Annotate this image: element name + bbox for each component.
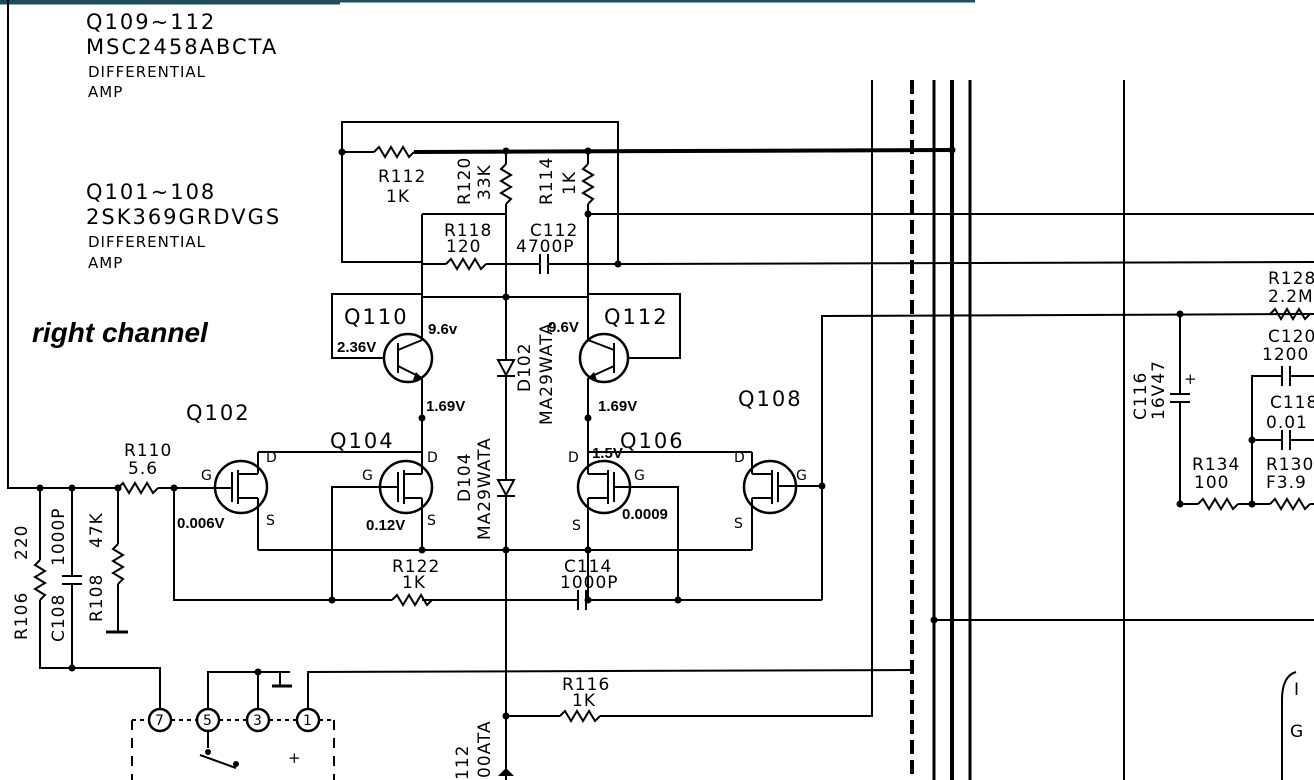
q110-e-voltage: 1.69V [426,398,465,415]
q102-s-voltage: 0.006V [177,515,225,532]
r110-value: 5.6 [128,459,158,479]
q109-func1-label: DIFFERENTIAL [88,63,206,81]
q104-pin-s: S [427,513,436,529]
q112-e-voltage: 1.69V [598,398,637,415]
q108-pin-d: D [734,450,745,466]
channel-label: right channel [32,317,209,348]
q110-c-voltage: 9.6v [428,321,458,338]
q106-label: Q106 [620,429,685,453]
q101-part-label: 2SK369GRDVGS [86,205,281,229]
q106-s-voltage: 0.0009 [622,506,668,523]
q108-pin-g: G [796,468,807,484]
c114-ref: C114 [564,557,612,577]
edge-mark-bottom: G [1290,722,1304,742]
r122-value: 1K [402,573,426,593]
c118-ref: C118 [1270,393,1314,413]
d104-value: MA29WATA [475,437,495,540]
r116-value: 1K [572,691,596,711]
r120-ref: R120 [455,157,475,205]
connector-pin-5: 5 [203,713,212,729]
q109-part-label: MSC2458ABCTA [86,35,278,59]
q104-label: Q104 [330,429,395,453]
r134-ref: R134 [1192,455,1240,475]
q110-b-voltage: 2.36V [337,339,376,356]
q106-pin-s: S [572,518,581,534]
c112-value: 4700P [516,237,575,257]
c116-ref: C116 [1131,372,1151,420]
r106-value: 220 [12,525,32,560]
connector-pin-3: 3 [253,713,262,729]
c120-value: 1200 [1262,345,1309,365]
c108-ref: C108 [49,594,69,642]
r130-ref: R130 [1266,455,1314,475]
q109-range-label: Q109~112 [86,10,216,34]
q106-pin-d: D [568,450,579,466]
c116-plus: + [1184,370,1198,388]
c120-ref: C120 [1268,327,1314,347]
q102-pin-g: G [201,468,212,484]
r108-value: 47K [87,512,107,548]
r110-ref: R110 [124,441,172,461]
c112-ref: C112 [530,221,578,241]
q102-pin-s: S [266,513,275,529]
r114-ref: R114 [537,157,557,205]
r134-value: 100 [1194,473,1229,493]
q101-func1-label: DIFFERENTIAL [88,233,206,251]
d102-value: MA29WATA [537,322,557,425]
r112-ref: R112 [378,167,426,187]
q108-pin-s: S [734,516,743,532]
q102-pin-d: D [266,450,277,466]
q112-label: Q112 [604,305,669,329]
q101-func2-label: AMP [88,254,123,272]
edge-mark-top: I [1294,680,1300,700]
r118-ref: R118 [444,221,492,241]
r116-ref: R116 [562,675,610,695]
bottom-label-1: 112 [453,745,473,780]
q108-label: Q108 [738,387,803,411]
q104-pin-g: G [362,468,373,484]
c108-value: 1000P [49,507,69,566]
c114-value: 1000P [560,573,619,593]
q112-c-voltage: 9.6V [548,319,579,336]
connector-pin-1: 1 [303,713,312,729]
r112-value: 1K [386,187,410,207]
d104-ref: D104 [455,452,475,502]
d102-ref: D102 [515,342,535,392]
q102-label: Q102 [186,401,251,425]
q106-pin-g: G [634,468,645,484]
r106-ref: R106 [12,592,32,640]
r118-value: 120 [446,237,481,257]
r114-value: 1K [560,171,580,195]
q106-d-voltage: 1.5V [592,445,623,462]
q104-s-voltage: 0.12V [366,517,405,534]
q109-func2-label: AMP [88,83,123,101]
c118-value: 0.01 [1266,413,1308,433]
r130-value: F3.9 [1266,473,1307,493]
bottom-label-2: 00ATA [475,720,495,778]
connector-plus: + [288,749,302,767]
q104-pin-d: D [427,450,438,466]
r128-value: 2.2M [1268,287,1314,307]
q101-range-label: Q101~108 [86,180,216,204]
connector-pin-7: 7 [155,713,164,729]
r128-ref: R128 [1268,269,1314,289]
q110-label: Q110 [344,305,409,329]
r108-ref: R108 [87,574,107,622]
c116-value: 16V47 [1149,360,1169,420]
r120-value: 33K [475,164,495,200]
r122-ref: R122 [392,557,440,577]
